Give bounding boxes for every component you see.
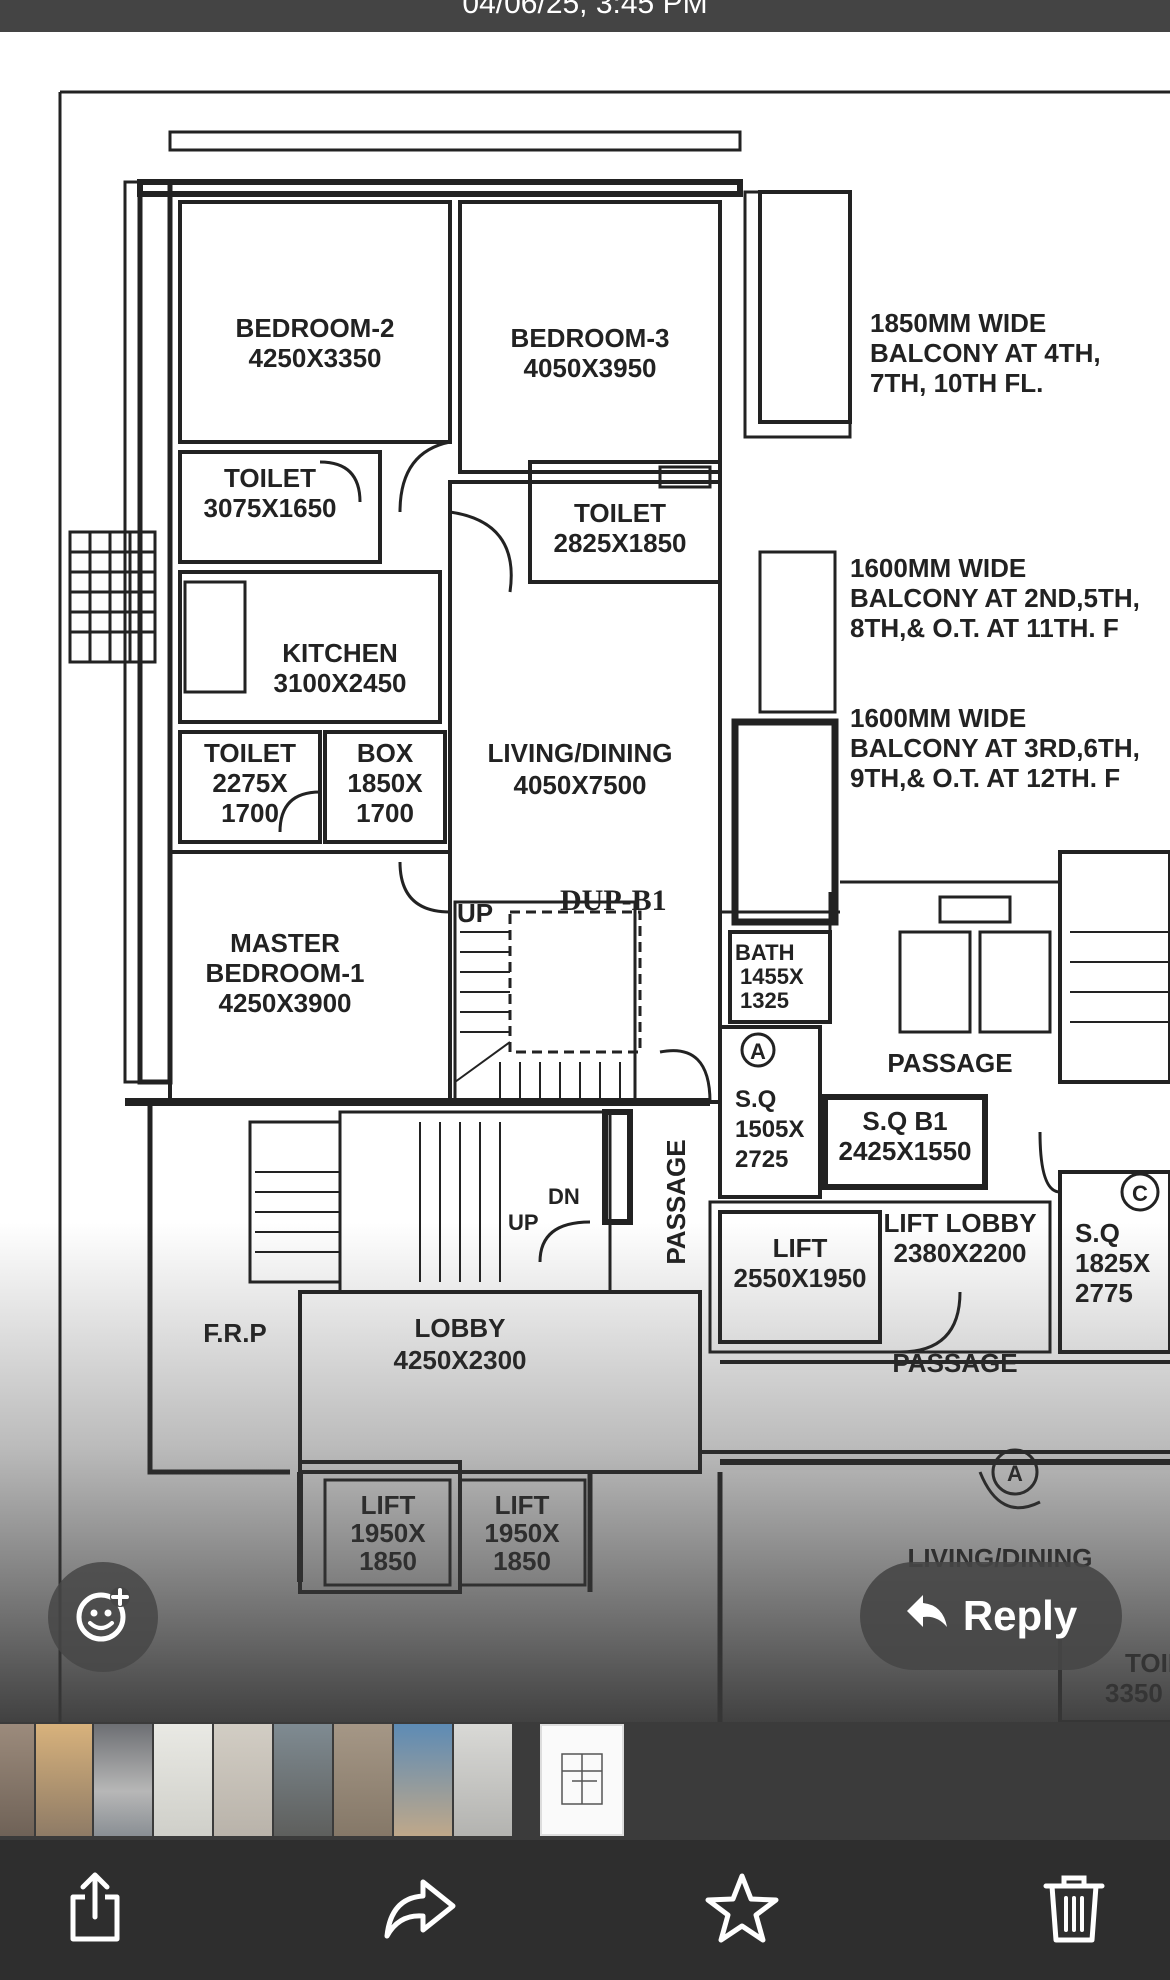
label-lift3-size: 1950X: [484, 1518, 560, 1548]
label-balcony2-line1: 1600MM WIDE: [850, 553, 1026, 583]
add-reaction-icon: [73, 1585, 133, 1650]
star-icon: [705, 1872, 779, 1949]
label-master-line2: BEDROOM-1: [206, 958, 365, 988]
label-lift2-size: 1950X: [350, 1518, 426, 1548]
label-mark-a1: A: [750, 1039, 766, 1064]
label-lift2-size2: 1850: [359, 1546, 417, 1576]
label-lobby-name: LOBBY: [415, 1313, 506, 1343]
photo-viewer[interactable]: BEDROOM-2 4250X3350 BEDROOM-3 4050X3950 …: [0, 32, 1170, 1722]
label-sqb1-name: S.Q B1: [862, 1106, 947, 1136]
thumbnail[interactable]: [274, 1724, 332, 1836]
label-sq1-size: 1505X: [735, 1116, 804, 1143]
thumbnail-strip[interactable]: [0, 1722, 1170, 1840]
thumbnail[interactable]: [94, 1724, 152, 1836]
label-balcony1-line1: 1850MM WIDE: [870, 308, 1046, 338]
label-lobby-size: 4250X2300: [393, 1345, 526, 1375]
thumbnail[interactable]: [394, 1724, 452, 1836]
thumbnail[interactable]: [334, 1724, 392, 1836]
label-toilet3-name: TOILET: [204, 738, 296, 768]
label-liftlobby-size: 2380X2200: [893, 1238, 1026, 1268]
label-lift3-size2: 1850: [493, 1546, 551, 1576]
label-mark-c: C: [1132, 1181, 1148, 1206]
label-box-size: 1850X: [347, 768, 423, 798]
label-balcony3-line3: 9TH,& O.T. AT 12TH. F: [850, 763, 1120, 793]
label-toilet4-name: TOIL: [1125, 1648, 1170, 1678]
reply-arrow-icon: [905, 1591, 949, 1641]
label-sq1-name: S.Q: [735, 1086, 776, 1113]
floor-plan-image: BEDROOM-2 4250X3350 BEDROOM-3 4050X3950 …: [58, 90, 1170, 1722]
label-toilet2-size: 2825X1850: [553, 528, 686, 558]
label-sq2-size2: 2775: [1075, 1278, 1133, 1308]
label-master-size: 4250X3900: [218, 988, 351, 1018]
label-bedroom3-name: BEDROOM-3: [511, 323, 670, 353]
label-toilet2-name: TOILET: [574, 498, 666, 528]
label-toilet1-name: TOILET: [224, 463, 316, 493]
label-bedroom3-size: 4050X3950: [523, 353, 656, 383]
label-bath-name: BATH: [735, 940, 794, 965]
label-up2: UP: [508, 1210, 539, 1235]
label-balcony1-line2: BALCONY AT 4TH,: [870, 338, 1101, 368]
label-toilet4-size: 3350: [1105, 1678, 1163, 1708]
share-button[interactable]: [55, 1870, 135, 1950]
thumbnail[interactable]: [154, 1724, 212, 1836]
thumbnail[interactable]: [454, 1724, 512, 1836]
favorite-button[interactable]: [702, 1870, 782, 1950]
status-bar: 04/06/25, 3:45 PM: [0, 0, 1170, 32]
label-sq1-size2: 2725: [735, 1146, 788, 1173]
label-balcony3-line1: 1600MM WIDE: [850, 703, 1026, 733]
label-lift1-size: 2550X1950: [733, 1263, 866, 1293]
trash-icon: [1042, 1872, 1106, 1949]
label-living-size: 4050X7500: [513, 770, 646, 800]
reply-button[interactable]: Reply: [860, 1562, 1122, 1670]
label-frp: F.R.P: [203, 1318, 267, 1348]
share-icon: [63, 1871, 127, 1950]
bottom-toolbar: [0, 1840, 1170, 1980]
label-lift2-name: LIFT: [361, 1490, 416, 1520]
forward-icon: [383, 1876, 457, 1945]
forward-button[interactable]: [380, 1870, 460, 1950]
label-kitchen-size: 3100X2450: [273, 668, 406, 698]
label-up: UP: [457, 898, 493, 928]
label-balcony1-line3: 7TH, 10TH FL.: [870, 368, 1043, 398]
label-toilet3-size: 2275X: [212, 768, 288, 798]
label-balcony3-line2: BALCONY AT 3RD,6TH,: [850, 733, 1140, 763]
label-lift3-name: LIFT: [495, 1490, 550, 1520]
label-balcony2-line3: 8TH,& O.T. AT 11TH. F: [850, 613, 1119, 643]
label-liftlobby-name: LIFT LOBBY: [883, 1208, 1036, 1238]
thumbnail-floor-plan: [561, 1753, 603, 1805]
label-mark-a2: A: [1007, 1461, 1023, 1486]
label-passage1: PASSAGE: [887, 1048, 1012, 1078]
thumbnail[interactable]: [36, 1724, 92, 1836]
label-sq2-name: S.Q: [1075, 1218, 1120, 1248]
add-reaction-button[interactable]: [48, 1562, 158, 1672]
label-passage2: PASSAGE: [661, 1139, 691, 1264]
thumbnail[interactable]: [214, 1724, 272, 1836]
thumbnail-selected[interactable]: [540, 1724, 624, 1836]
label-bedroom2-size: 4250X3350: [248, 343, 381, 373]
label-toilet3-size2: 1700: [221, 798, 279, 828]
label-bedroom2-name: BEDROOM-2: [236, 313, 395, 343]
label-bath-size: 1455X: [740, 964, 804, 989]
timestamp: 04/06/25, 3:45 PM: [462, 0, 708, 20]
label-balcony2-line2: BALCONY AT 2ND,5TH,: [850, 583, 1140, 613]
label-unit: DUP-B1: [560, 884, 667, 917]
label-living-name: LIVING/DINING: [488, 738, 673, 768]
label-bath-size2: 1325: [740, 988, 789, 1013]
label-toilet1-size: 3075X1650: [203, 493, 336, 523]
delete-button[interactable]: [1034, 1870, 1114, 1950]
reply-label: Reply: [962, 1592, 1078, 1639]
thumbnail[interactable]: [0, 1724, 34, 1836]
label-kitchen-name: KITCHEN: [282, 638, 398, 668]
label-sq2-size: 1825X: [1075, 1248, 1151, 1278]
label-passage3: PASSAGE: [892, 1348, 1017, 1378]
label-lift1-name: LIFT: [773, 1233, 828, 1263]
label-sqb1-size: 2425X1550: [838, 1136, 971, 1166]
label-box-name: BOX: [357, 738, 414, 768]
label-master-line1: MASTER: [230, 928, 340, 958]
label-dn: DN: [548, 1184, 580, 1209]
label-box-size2: 1700: [356, 798, 414, 828]
